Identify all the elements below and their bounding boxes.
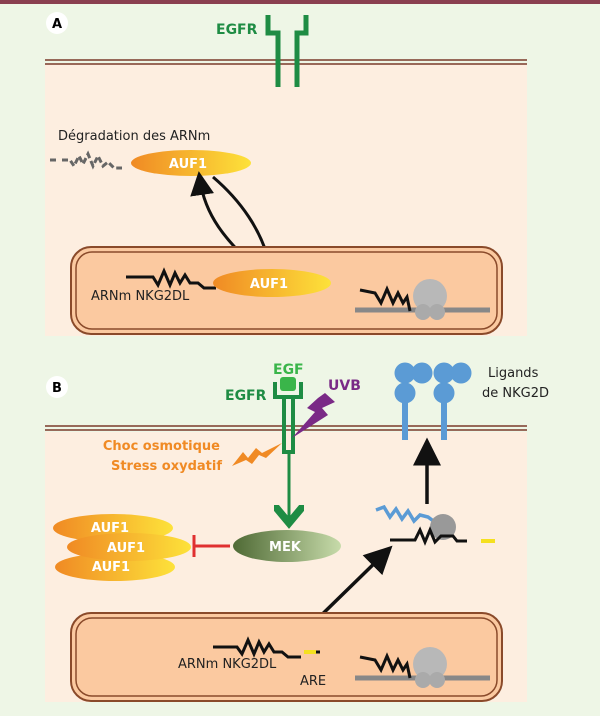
svg-text:ARNm NKG2DL: ARNm NKG2DL <box>178 657 277 672</box>
svg-text:AUF1: AUF1 <box>250 277 288 292</box>
svg-text:AUF1: AUF1 <box>92 560 130 575</box>
svg-text:Ligands: Ligands <box>488 366 539 381</box>
are-label: ARE <box>300 674 326 689</box>
svg-text:A: A <box>52 17 62 32</box>
auf1-cytoplasmic <box>131 150 251 176</box>
uvb-label: UVB <box>328 378 361 394</box>
translated-mrna <box>390 526 467 546</box>
degradation-label: Dégradation des ARNm <box>58 129 210 144</box>
svg-text:Choc osmotique: Choc osmotique <box>103 439 220 454</box>
egfr-label: EGFR <box>216 22 258 38</box>
panel-label-b <box>46 376 68 398</box>
panel-b: B EGF EGFR UVB Choc osmotique Stress oxy… <box>45 362 549 702</box>
uvb-lightning-icon <box>292 393 335 438</box>
egfr-label: EGFR <box>225 388 267 404</box>
nkg2d-ligands <box>394 362 472 440</box>
protein-chain <box>375 504 438 525</box>
degraded-mrna <box>50 150 122 170</box>
mrna-nkg2dl <box>213 636 301 659</box>
inhibition-line <box>192 535 230 557</box>
mrna-nkg2dl <box>126 267 216 290</box>
svg-text:Stress oxydatif: Stress oxydatif <box>111 459 222 474</box>
svg-text:de NKG2D: de NKG2D <box>482 386 549 401</box>
egfr-receptor <box>265 15 309 87</box>
top-border <box>0 0 600 4</box>
panel-a: A EGFR Dégradation des ARNm AUF1 ARNm NK… <box>45 12 527 336</box>
svg-text:ARNm NKG2DL: ARNm NKG2DL <box>91 289 190 304</box>
svg-text:AUF1: AUF1 <box>107 541 145 556</box>
svg-text:AUF1: AUF1 <box>91 521 129 536</box>
svg-text:MEK: MEK <box>269 540 302 555</box>
ribosome <box>430 514 456 540</box>
mek <box>233 530 341 562</box>
svg-text:AUF1: AUF1 <box>169 157 207 172</box>
stress-lightning-icon <box>232 443 282 466</box>
egf-label: EGF <box>273 362 304 378</box>
egf-ligand <box>280 377 296 391</box>
panel-label-a <box>46 12 68 34</box>
auf1-nuclear <box>213 269 331 297</box>
svg-text:B: B <box>52 381 62 396</box>
